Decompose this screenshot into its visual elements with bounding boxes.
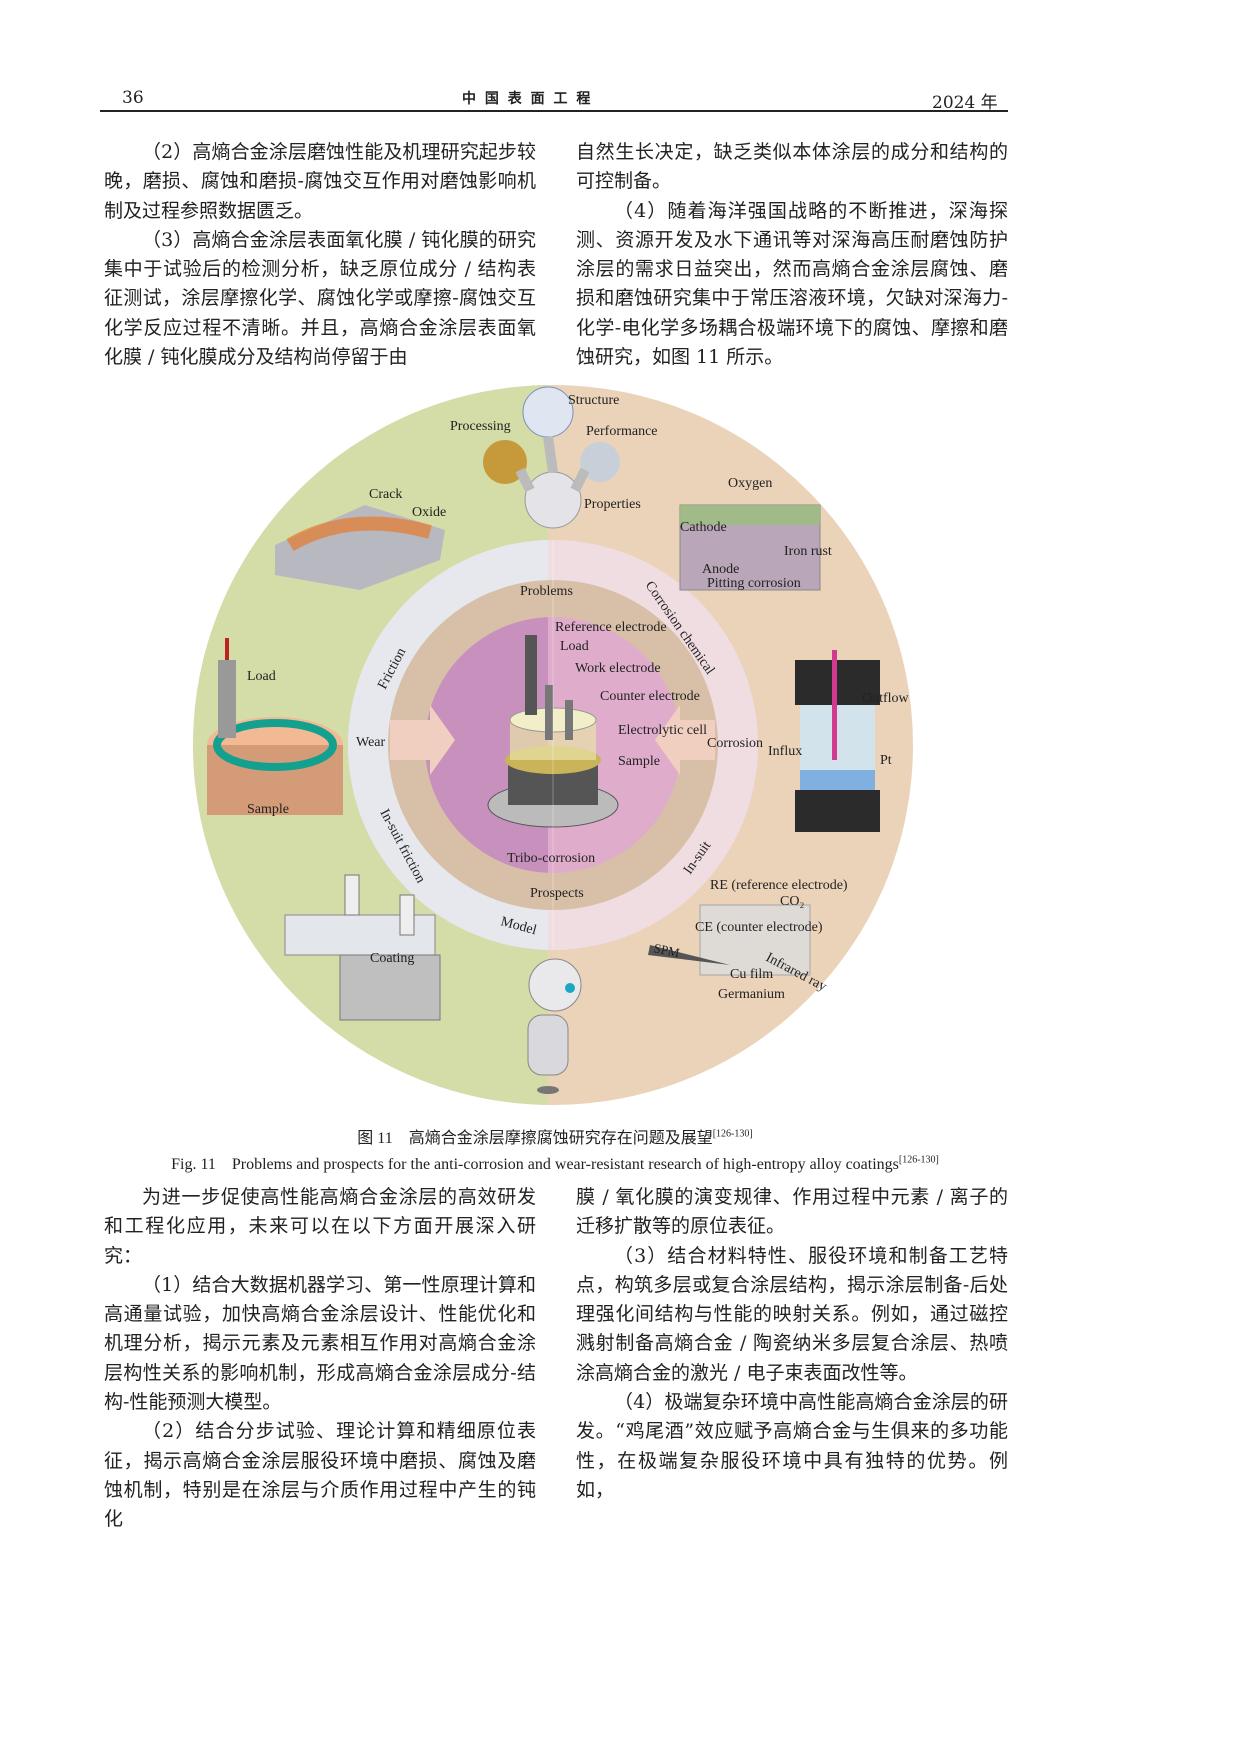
label-cu-film: Cu film	[730, 967, 773, 982]
label-load-left: Load	[247, 669, 276, 684]
high-pressure-cell-illustration	[795, 650, 880, 832]
wear-arrow	[390, 705, 455, 775]
in-situ-spectroscopy-illustration	[648, 904, 811, 976]
label-reference-electrode-re: RE (reference electrode)	[710, 878, 848, 893]
paragraph: （1）结合大数据机器学习、第一性原理计算和高通量试验，加快高熵合金涂层设计、性能…	[104, 1273, 536, 1414]
bottom-left-column: 为进一步促使高性能高熵合金涂层的高效研发和工程化应用，未来可以在以下方面开展深入…	[104, 1183, 536, 1535]
label-structure: Structure	[568, 393, 619, 408]
label-cathode: Cathode	[680, 520, 727, 535]
paragraph: （4）随着海洋强国战略的不断推进，深海探测、资源开发及水下通讯等对深海高压耐磨蚀…	[576, 199, 1008, 369]
label-pt: Pt	[880, 753, 892, 768]
paragraph: （2）高熵合金涂层磨蚀性能及机理研究起步较晚，磨损、腐蚀和磨损-腐蚀交互作用对磨…	[104, 141, 536, 222]
tribo-corrosion-apparatus	[487, 635, 619, 828]
paragraph: （3）高熵合金涂层表面氧化膜 / 钝化膜的研究集中于试验后的检测分析，缺乏原位成…	[104, 228, 536, 369]
label-spm: SPM	[652, 940, 681, 960]
label-tribo-corrosion: Tribo-corrosion	[507, 851, 595, 866]
label-processing: Processing	[450, 419, 511, 434]
structure-processing-performance-illustration	[483, 386, 620, 529]
label-iron-rust: Iron rust	[784, 544, 832, 559]
label-co2: CO₂	[780, 894, 804, 909]
label-pitting-corrosion: Pitting corrosion	[707, 576, 801, 591]
label-oxygen: Oxygen	[728, 476, 772, 491]
label-counter-electrode: Counter electrode	[600, 689, 700, 704]
paragraph: 为进一步促使高性能高熵合金涂层的高效研发和工程化应用，未来可以在以下方面开展深入…	[104, 1186, 536, 1267]
label-counter-electrode-ce: CE (counter electrode)	[695, 920, 823, 935]
paragraph: 膜 / 氧化膜的演变规律、作用过程中元素 / 离子的迁移扩散等的原位表征。	[576, 1186, 1008, 1238]
corrosion-arrow	[655, 705, 715, 775]
label-crack: Crack	[369, 487, 402, 502]
label-work-electrode: Work electrode	[575, 661, 661, 676]
label-sample-center: Sample	[618, 754, 660, 769]
top-right-column: 自然生长决定，缺乏类似本体涂层的成分和结构的可控制备。 （4）随着海洋强国战略的…	[576, 138, 1008, 372]
year: 2024 年	[932, 93, 998, 113]
label-problems: Problems	[520, 584, 573, 599]
coating-test-illustration	[284, 874, 441, 1021]
label-properties: Properties	[584, 497, 641, 512]
label-electrolytic-cell: Electrolytic cell	[618, 723, 707, 738]
caption-en: Fig. 11 Problems and prospects for the a…	[171, 1154, 939, 1173]
label-load-center: Load	[560, 639, 589, 654]
paragraph: （3）结合材料特性、服役环境和制备工艺特点，构筑多层或复合涂层结构，揭示涂层制备…	[576, 1244, 1008, 1384]
pin-on-disk-illustration	[207, 638, 343, 815]
label-sample-left: Sample	[247, 802, 289, 817]
label-germanium: Germanium	[718, 987, 785, 1002]
label-coating: Coating	[370, 951, 414, 966]
label-performance: Performance	[586, 424, 658, 439]
paragraph: 自然生长决定，缺乏类似本体涂层的成分和结构的可控制备。	[576, 141, 1008, 193]
top-left-column: （2）高熵合金涂层磨蚀性能及机理研究起步较晚，磨损、腐蚀和磨损-腐蚀交互作用对磨…	[104, 138, 536, 372]
header-rule	[100, 110, 1008, 112]
label-anode: Anode	[702, 562, 739, 577]
label-oxide: Oxide	[412, 505, 446, 520]
label-corrosion: Corrosion	[707, 736, 763, 751]
bottom-right-column: 膜 / 氧化膜的演变规律、作用过程中元素 / 离子的迁移扩散等的原位表征。 （3…	[576, 1183, 1008, 1505]
label-reference-electrode: Reference electrode	[555, 620, 667, 635]
robot-illustration	[527, 958, 582, 1094]
caption-cn: 图 11 高熵合金涂层摩擦腐蚀研究存在问题及展望[126-130]	[357, 1128, 753, 1147]
label-influx: Influx	[768, 744, 802, 759]
paragraph: （2）结合分步试验、理论计算和精细原位表征，揭示高熵合金涂层服役环境中磨损、腐蚀…	[104, 1420, 536, 1531]
paragraph: （4）极端复杂环境中高性能高熵合金涂层的研发。“鸡尾酒”效应赋予高熵合金与生俱来…	[576, 1391, 1008, 1501]
page-number: 36	[122, 88, 144, 108]
label-prospects: Prospects	[530, 886, 584, 901]
label-wear: Wear	[356, 735, 386, 750]
journal-title: 中 国 表 面 工 程	[462, 91, 593, 107]
figure-11: Problems Prospects Friction Wear Corrosi…	[193, 385, 913, 1105]
label-outflow: Outflow	[862, 691, 910, 706]
